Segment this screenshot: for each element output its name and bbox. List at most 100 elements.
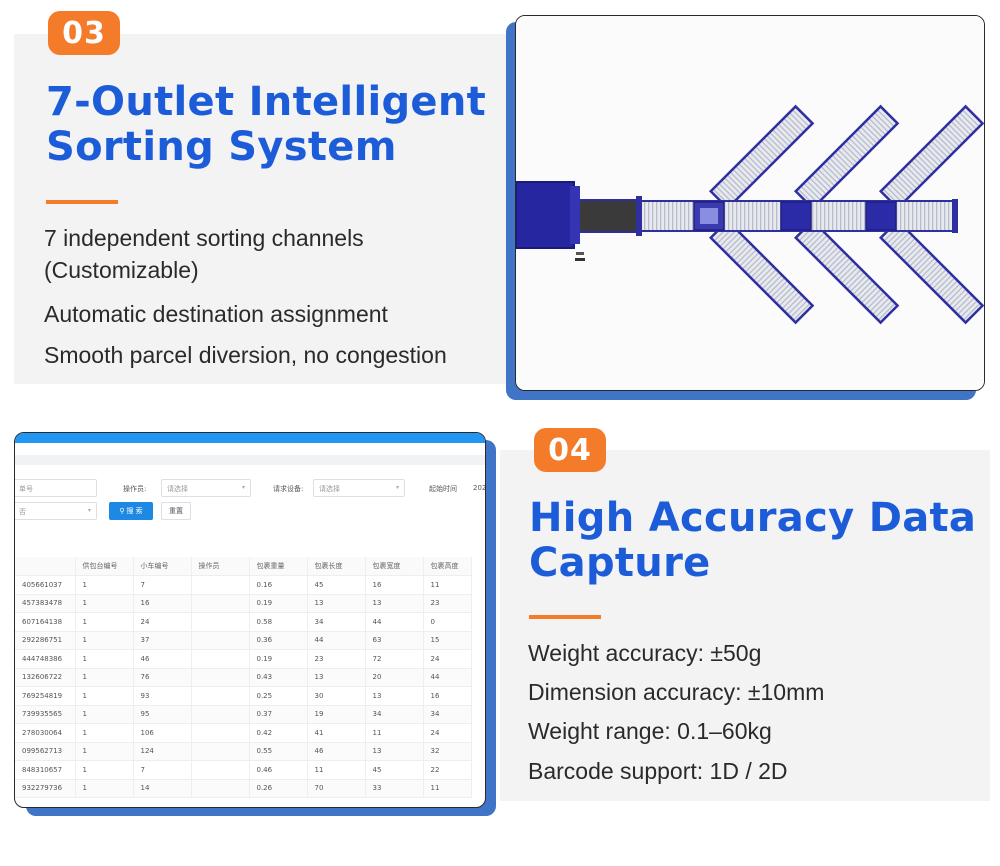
feature-item: Weight range: 0.1–60kg	[528, 718, 772, 744]
table-cell: 099562713	[15, 742, 76, 761]
column-header[interactable]: 供包台编号	[75, 557, 134, 576]
table-cell: 14	[133, 779, 192, 798]
second-row-select[interactable]: 否 ▾	[15, 502, 97, 520]
table-cell	[191, 631, 250, 650]
table-header-row: 供包台编号 小车编号 操作员 包裹重量 包裹长度 包裹宽度 包裹高度	[15, 557, 472, 576]
column-header[interactable]: 包裹高度	[423, 557, 472, 576]
table-cell: 24	[133, 612, 192, 632]
column-header[interactable]: 包裹长度	[307, 557, 366, 576]
operator-select[interactable]: 请选择 ▾	[161, 479, 251, 497]
table-cell: 13	[365, 686, 424, 706]
table-cell: 63	[365, 631, 424, 650]
table-cell: 37	[133, 631, 192, 650]
table-cell: 13	[365, 594, 424, 613]
table-cell: 405661037	[15, 575, 76, 595]
table-cell: 769254819	[15, 686, 76, 706]
feature-item: Barcode support: 1D / 2D	[528, 758, 788, 784]
table-cell: 0.42	[249, 723, 308, 743]
table-cell: 93	[133, 686, 192, 706]
accent-divider	[529, 615, 601, 619]
reset-button[interactable]: 重置	[161, 502, 191, 520]
table-cell: 15	[423, 631, 472, 650]
table-cell: 0.43	[249, 668, 308, 687]
table-cell: 0.37	[249, 705, 308, 724]
chevron-down-icon: ▾	[241, 484, 245, 491]
table-cell	[191, 649, 250, 669]
table-cell: 16	[133, 594, 192, 613]
table-cell: 7	[133, 575, 192, 595]
search-button[interactable]: ⚲ 搜 索	[109, 502, 153, 520]
table-cell	[191, 723, 250, 743]
table-cell: 11	[423, 779, 472, 798]
table-cell: 0.19	[249, 649, 308, 669]
table-cell: 45	[365, 760, 424, 780]
table-cell: 24	[423, 649, 472, 669]
software-screenshot-card: 单号 操作员: 请选择 ▾ 请求设备: 请选择 ▾ 起始时间 202 否 ▾ ⚲…	[14, 432, 486, 808]
table-cell: 7	[133, 760, 192, 780]
feature-item: Smooth parcel diversion, no congestion	[44, 342, 447, 368]
device-select[interactable]: 请选择 ▾	[313, 479, 405, 497]
table-cell: 124	[133, 742, 192, 761]
table-cell: 44	[423, 668, 472, 687]
table-cell: 76	[133, 668, 192, 687]
table-cell: 1	[75, 723, 134, 743]
operator-select-placeholder: 请选择	[167, 485, 188, 493]
table-cell	[191, 612, 250, 632]
table-cell	[191, 668, 250, 687]
start-time-label: 起始时间	[429, 485, 457, 493]
table-cell: 0.36	[249, 631, 308, 650]
table-cell: 132606722	[15, 668, 76, 687]
table-cell: 95	[133, 705, 192, 724]
column-header[interactable]: 包裹宽度	[365, 557, 424, 576]
table-cell: 45	[307, 575, 366, 595]
table-cell: 739935565	[15, 705, 76, 724]
section-badge-03: 03	[48, 11, 120, 55]
title-line-2: Capture	[529, 540, 711, 586]
table-cell: 32	[423, 742, 472, 761]
device-label: 请求设备:	[273, 485, 304, 493]
feature-item: (Customizable)	[44, 257, 199, 283]
table-cell: 24	[423, 723, 472, 743]
chevron-down-icon: ▾	[395, 484, 399, 491]
table-cell: 13	[365, 742, 424, 761]
app-tab-strip	[15, 455, 485, 465]
table-cell: 23	[307, 649, 366, 669]
table-cell: 848310657	[15, 760, 76, 780]
order-number-input[interactable]: 单号	[15, 479, 97, 497]
section-badge-04: 04	[534, 428, 606, 472]
section-title-data-capture: High Accuracy Data Capture	[529, 496, 976, 586]
table-cell: 1	[75, 742, 134, 761]
search-icon: ⚲	[119, 507, 125, 515]
column-header[interactable]: 小车编号	[133, 557, 192, 576]
table-cell: 1	[75, 705, 134, 724]
table-cell: 0.58	[249, 612, 308, 632]
column-header[interactable]: 包裹重量	[249, 557, 308, 576]
feature-item: 7 independent sorting channels	[44, 225, 364, 251]
table-cell: 34	[423, 705, 472, 724]
table-cell	[191, 686, 250, 706]
table-cell: 457383478	[15, 594, 76, 613]
table-cell: 0.26	[249, 779, 308, 798]
column-header[interactable]	[15, 557, 76, 576]
table-cell: 0.16	[249, 575, 308, 595]
start-time-value[interactable]: 202	[473, 484, 486, 492]
table-cell: 0.25	[249, 686, 308, 706]
column-header[interactable]: 操作员	[191, 557, 250, 576]
table-cell: 16	[365, 575, 424, 595]
table-cell: 19	[307, 705, 366, 724]
section-title-sorting: 7-Outlet Intelligent Sorting System	[46, 80, 486, 170]
table-cell: 0.19	[249, 594, 308, 613]
table-cell: 1	[75, 668, 134, 687]
